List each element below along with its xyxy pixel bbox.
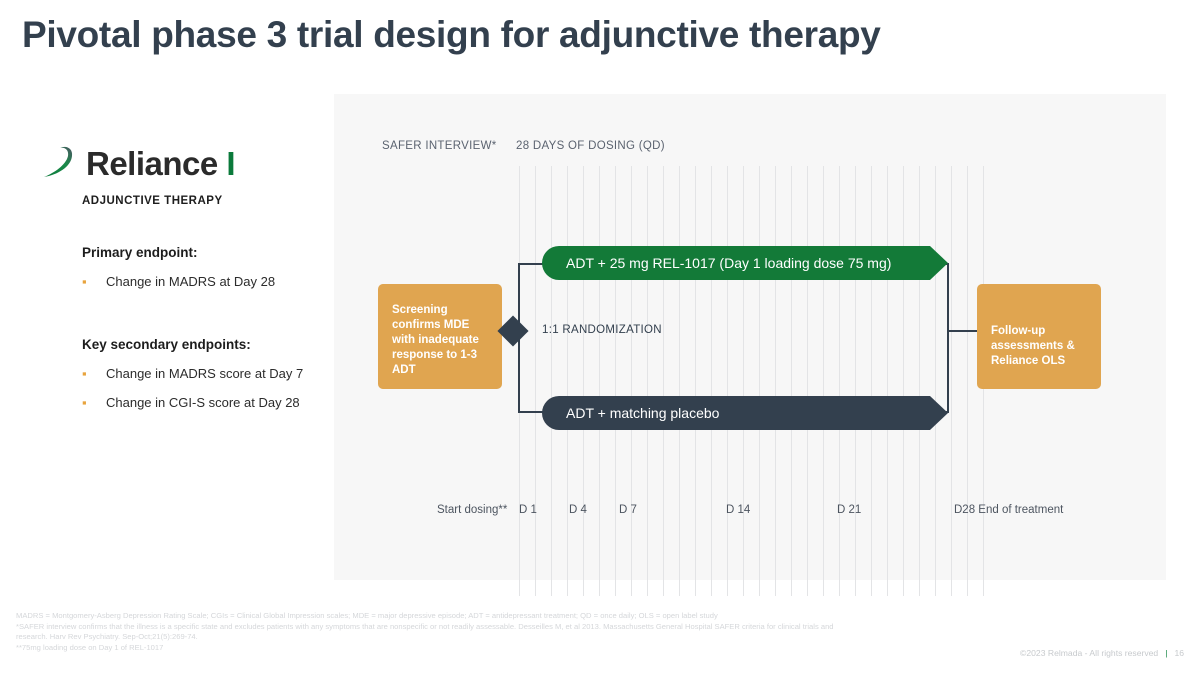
connector-left-top — [518, 263, 558, 265]
treatment-arm-arrow: ADT + 25 mg REL-1017 (Day 1 loading dose… — [542, 246, 948, 280]
grid-line — [759, 166, 760, 596]
day-label-0: Start dosing** — [437, 504, 508, 516]
grid-line — [807, 166, 808, 596]
grid-line — [535, 166, 536, 596]
day-label-2: D 4 — [569, 504, 587, 516]
reliance-logo-block: Reliance I ADJUNCTIVE THERAPY — [40, 140, 320, 207]
grid-line — [967, 166, 968, 596]
grid-line — [839, 166, 840, 596]
randomization-label: 1:1 RANDOMIZATION — [542, 324, 662, 336]
day-axis: Start dosing** D 1 D 4 D 7 D 14 D 21 D28 End o… — [334, 504, 1166, 528]
grid-line — [951, 166, 952, 596]
logo-row: Reliance I — [40, 140, 320, 186]
connector-left-bottom — [518, 411, 558, 413]
grid-line — [887, 166, 888, 596]
day-label-1: D 1 — [519, 504, 537, 516]
logo-name: Reliance — [86, 144, 218, 182]
day-label-3: D 7 — [619, 504, 637, 516]
grid-line — [775, 166, 776, 596]
list-item: ▪ Change in MADRS at Day 28 — [82, 274, 362, 289]
day-label-4: D 14 — [726, 504, 751, 516]
secondary-endpoint-heading: Key secondary endpoints: — [82, 337, 251, 352]
footnote-line-2: research. Harv Rev Psychiatry. Sep-Oct;2… — [16, 632, 198, 641]
grid-line — [631, 166, 632, 596]
grid-line — [903, 166, 904, 596]
grid-line — [919, 166, 920, 596]
primary-endpoint-item-0: Change in MADRS at Day 28 — [106, 274, 276, 289]
grid-line — [679, 166, 680, 596]
secondary-endpoint-item-0: Change in MADRS score at Day 7 — [106, 366, 304, 381]
grid-line — [935, 166, 936, 596]
grid-line — [743, 166, 744, 596]
logo-subtitle: ADJUNCTIVE THERAPY — [82, 195, 223, 207]
grid-line — [871, 166, 872, 596]
footer-separator: | — [1165, 648, 1168, 658]
placebo-arm-label: ADT + matching placebo — [566, 405, 720, 421]
grid-line — [551, 166, 552, 596]
connector-right-vertical — [947, 263, 949, 413]
screening-box: Screening confirms MDE with inadequate r… — [378, 284, 502, 389]
grid-line — [599, 166, 600, 596]
logo-wordmark: Reliance I — [86, 144, 236, 182]
logo-bar: I — [226, 144, 236, 182]
safer-interview-label: SAFER INTERVIEW* — [382, 140, 497, 152]
screening-box-text: Screening confirms MDE with inadequate r… — [392, 304, 479, 376]
grid-line — [615, 166, 616, 596]
list-item: ▪ Change in CGI-S score at Day 28 — [82, 395, 362, 410]
day-label-5: D 21 — [837, 504, 862, 516]
grid-line — [823, 166, 824, 596]
followup-box: Follow-up assessments & Reliance OLS — [977, 284, 1101, 389]
grid-line — [791, 166, 792, 596]
page-number: 16 — [1174, 648, 1184, 658]
followup-box-text: Follow-up assessments & Reliance OLS — [991, 325, 1075, 367]
treatment-arm-label: ADT + 25 mg REL-1017 (Day 1 loading dose… — [566, 255, 892, 271]
bullet-icon: ▪ — [82, 395, 87, 410]
bullet-icon: ▪ — [82, 366, 87, 381]
footnotes: MADRS = Montgomery-Asberg Depression Rat… — [16, 611, 1036, 653]
placebo-arm-arrow: ADT + matching placebo — [542, 396, 948, 430]
grid-line — [663, 166, 664, 596]
grid-line — [855, 166, 856, 596]
day-label-6: D28 End of treatment — [954, 504, 1064, 516]
slide-footer: ©2023 Relmada - All rights reserved | 16 — [1020, 648, 1184, 658]
grid-line — [711, 166, 712, 596]
copyright-text: ©2023 Relmada - All rights reserved — [1020, 648, 1159, 658]
grid-line — [647, 166, 648, 596]
endpoints-section: Primary endpoint: ▪ Change in MADRS at D… — [82, 245, 362, 424]
bullet-icon: ▪ — [82, 274, 87, 289]
secondary-endpoint-item-1: Change in CGI-S score at Day 28 — [106, 395, 300, 410]
trial-design-diagram: SAFER INTERVIEW* 28 DAYS OF DOSING (QD) … — [334, 94, 1166, 596]
swoosh-icon — [40, 143, 84, 183]
page-title: Pivotal phase 3 trial design for adjunct… — [22, 14, 881, 55]
grid-line — [567, 166, 568, 596]
connector-right-stem — [947, 330, 979, 332]
grid-line — [727, 166, 728, 596]
dosing-period-label: 28 DAYS OF DOSING (QD) — [516, 140, 665, 152]
footnote-line-0: MADRS = Montgomery-Asberg Depression Rat… — [16, 611, 718, 620]
grid-line — [583, 166, 584, 596]
grid-line — [695, 166, 696, 596]
footnote-line-1: *SAFER interview confirms that the illne… — [16, 621, 834, 631]
footnote-line-3: **75mg loading dose on Day 1 of REL-1017 — [16, 642, 164, 652]
primary-endpoint-heading: Primary endpoint: — [82, 245, 198, 260]
list-item: ▪ Change in MADRS score at Day 7 — [82, 366, 362, 381]
